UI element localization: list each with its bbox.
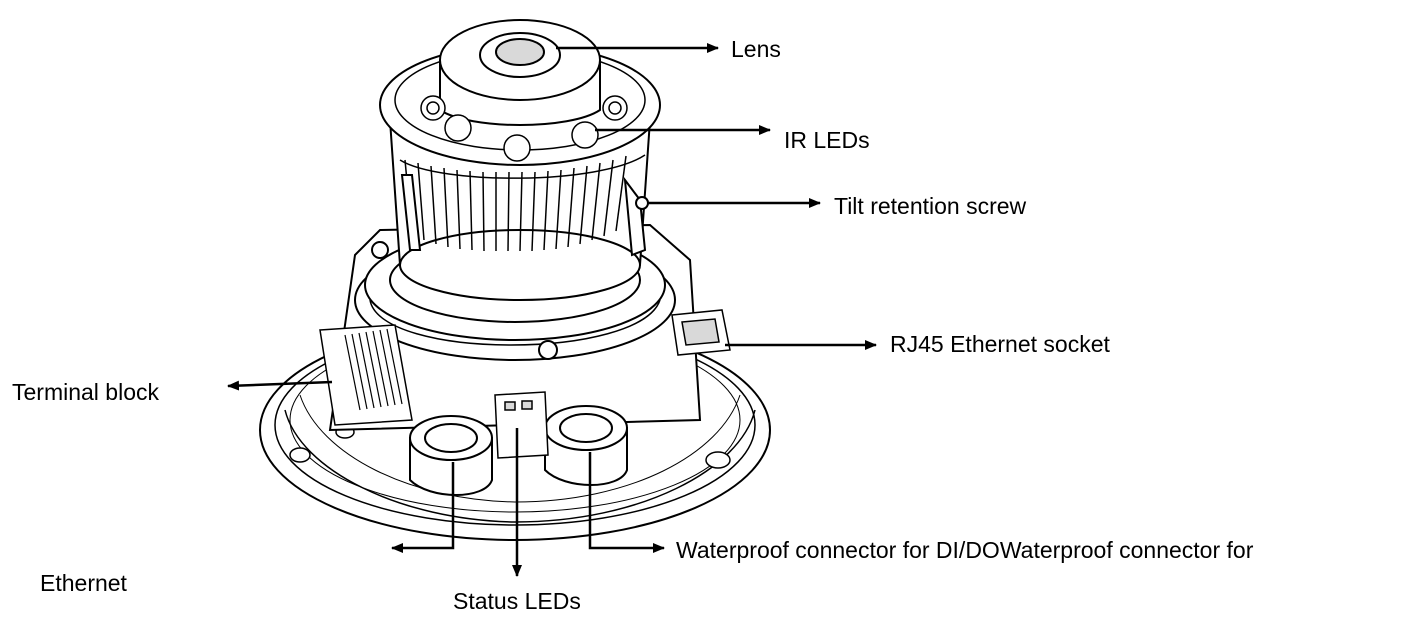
tilt-arms: [400, 174, 649, 257]
leader-ethernet: [391, 462, 455, 553]
leader-lines: [227, 43, 877, 577]
terminal-block: [319, 324, 413, 426]
waterproof-connectors: [409, 405, 628, 496]
leader-terminal-block: [227, 380, 333, 391]
status-led-board: [494, 391, 549, 459]
label-lens: Lens: [731, 36, 781, 62]
rj45-socket: [671, 309, 731, 356]
lens-module: [388, 119, 652, 301]
ir-led-cluster: [420, 95, 628, 162]
label-rj45-ethernet-socket: RJ45 Ethernet socket: [890, 331, 1110, 357]
label-tilt-retention-screw: Tilt retention screw: [834, 193, 1027, 219]
label-status-leds: Status LEDs: [453, 588, 581, 614]
leader-waterproof: [588, 452, 665, 553]
label-waterproof-connector: Waterproof connector for DI/DOWaterproof…: [676, 537, 1254, 563]
label-terminal-block: Terminal block: [12, 379, 159, 405]
label-ir-leds: IR LEDs: [784, 127, 870, 153]
label-ethernet: Ethernet: [40, 570, 127, 596]
